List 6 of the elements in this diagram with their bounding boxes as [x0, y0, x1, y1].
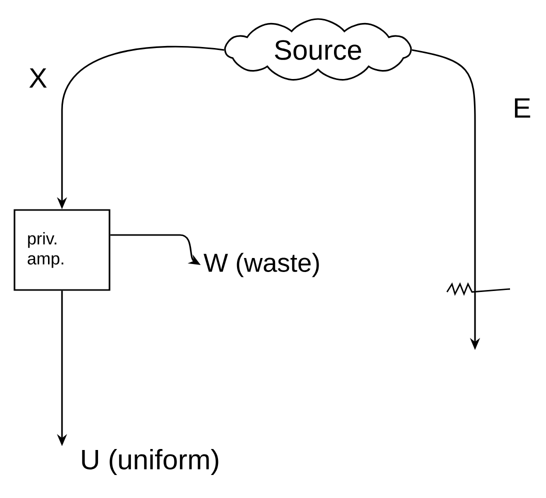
edge-label: E — [512, 97, 532, 119]
process-box: priv. amp. — [14, 209, 110, 291]
output-label: W (waste) — [204, 252, 319, 278]
source-cloud: Source — [224, 18, 412, 81]
edge-label: X — [28, 67, 48, 89]
output-label: U (uniform) — [82, 448, 218, 476]
